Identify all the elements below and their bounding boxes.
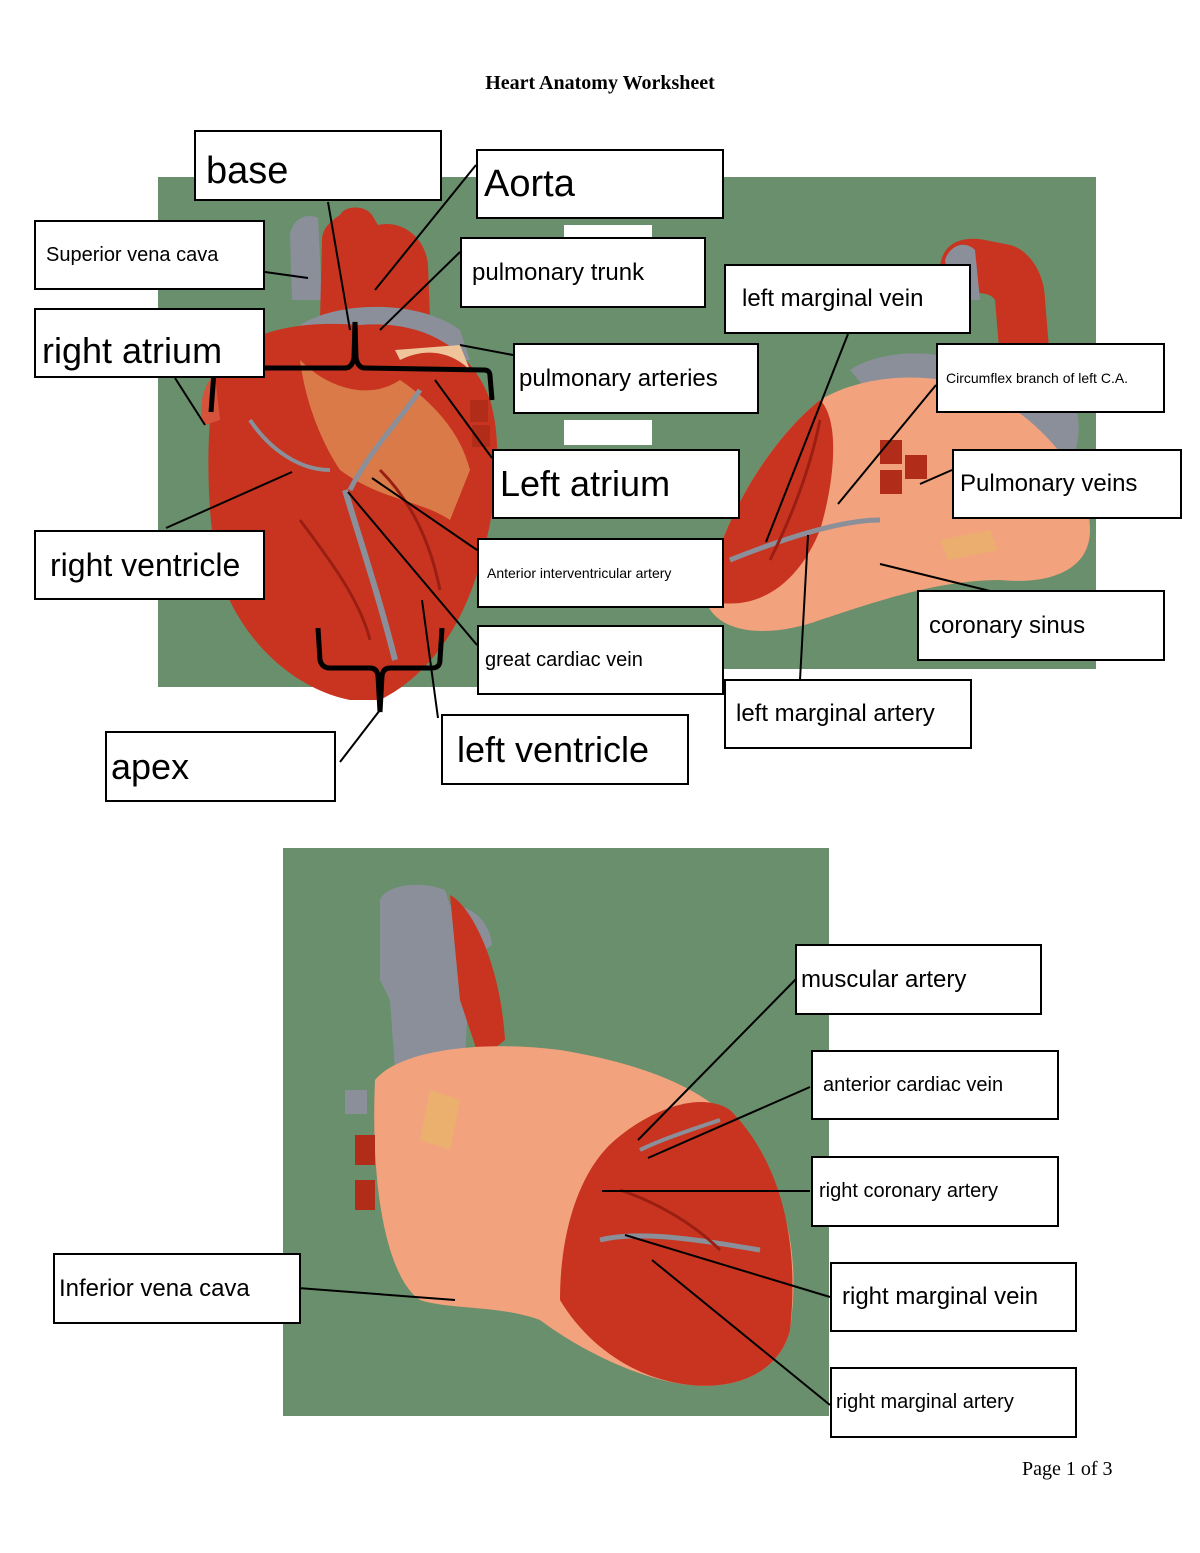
apex-bracket xyxy=(315,627,445,713)
label-pulmonary-trunk-text: pulmonary trunk xyxy=(472,258,645,286)
label-anterior-interventricular-artery-text: Anterior interventricular artery xyxy=(487,565,672,581)
label-right-atrium-text: right atrium xyxy=(42,330,223,371)
label-coronary-sinus-text: coronary sinus xyxy=(929,611,1086,639)
label-apex-text: apex xyxy=(111,745,190,787)
label-pulmonary-arteries-text: pulmonary arteries xyxy=(519,364,718,392)
label-superior-vena-cava[interactable]: Superior vena cava xyxy=(34,220,265,290)
label-left-atrium-text: Left atrium xyxy=(500,463,671,504)
label-coronary-sinus[interactable]: coronary sinus xyxy=(917,590,1165,661)
page-number: Page 1 of 3 xyxy=(1022,1458,1113,1480)
label-inferior-vena-cava[interactable]: Inferior vena cava xyxy=(53,1253,301,1324)
label-pulmonary-trunk[interactable]: pulmonary trunk xyxy=(460,237,706,308)
label-left-marginal-artery[interactable]: left marginal artery xyxy=(724,679,972,749)
label-great-cardiac-vein[interactable]: great cardiac vein xyxy=(477,625,724,695)
label-pulmonary-arteries[interactable]: pulmonary arteries xyxy=(513,343,759,414)
label-right-marginal-artery-text: right marginal artery xyxy=(836,1391,1014,1413)
label-left-marginal-vein[interactable]: left marginal vein xyxy=(724,264,971,334)
label-muscular-artery-text: muscular artery xyxy=(801,965,967,993)
label-left-atrium[interactable]: Left atrium xyxy=(492,449,740,519)
label-muscular-artery[interactable]: muscular artery xyxy=(795,944,1042,1015)
label-left-marginal-artery-text: left marginal artery xyxy=(736,700,935,727)
label-left-ventricle[interactable]: left ventricle xyxy=(441,714,689,785)
label-right-coronary-artery-text: right coronary artery xyxy=(819,1180,998,1202)
label-anterior-interventricular-artery[interactable]: Anterior interventricular artery xyxy=(477,538,724,608)
label-pulmonary-veins[interactable]: Pulmonary veins xyxy=(952,449,1182,519)
label-right-marginal-vein-text: right marginal vein xyxy=(842,1283,1039,1310)
label-right-ventricle-text: right ventricle xyxy=(50,546,241,583)
label-pulmonary-veins-text: Pulmonary veins xyxy=(960,470,1138,497)
label-great-cardiac-vein-text: great cardiac vein xyxy=(485,648,643,671)
label-circumflex[interactable]: Circumflex branch of left C.A. xyxy=(936,343,1165,413)
anterior-heart-illustration xyxy=(201,207,498,700)
label-aorta-text: Aorta xyxy=(484,162,575,205)
label-base-text: base xyxy=(206,150,289,192)
label-apex[interactable]: apex xyxy=(105,731,336,802)
page-title: Heart Anatomy Worksheet xyxy=(485,72,715,94)
label-right-coronary-artery[interactable]: right coronary artery xyxy=(811,1156,1059,1227)
label-right-marginal-vein[interactable]: right marginal vein xyxy=(830,1262,1077,1332)
label-inferior-vena-cava-text: Inferior vena cava xyxy=(59,1274,250,1302)
label-base[interactable]: base xyxy=(194,130,442,201)
label-right-atrium[interactable]: right atrium xyxy=(34,308,265,378)
label-right-ventricle[interactable]: right ventricle xyxy=(34,530,265,600)
label-superior-vena-cava-text: Superior vena cava xyxy=(46,243,219,266)
label-right-marginal-artery[interactable]: right marginal artery xyxy=(830,1367,1077,1438)
label-anterior-cardiac-vein[interactable]: anterior cardiac vein xyxy=(811,1050,1059,1120)
label-left-ventricle-text: left ventricle xyxy=(457,728,650,770)
label-anterior-cardiac-vein-text: anterior cardiac vein xyxy=(823,1073,1004,1096)
inferior-heart-illustration xyxy=(345,884,794,1386)
leader-lines xyxy=(165,164,995,1406)
label-circumflex-text: Circumflex branch of left C.A. xyxy=(946,370,1129,386)
label-aorta[interactable]: Aorta xyxy=(476,149,724,219)
label-left-marginal-vein-text: left marginal vein xyxy=(742,285,924,312)
